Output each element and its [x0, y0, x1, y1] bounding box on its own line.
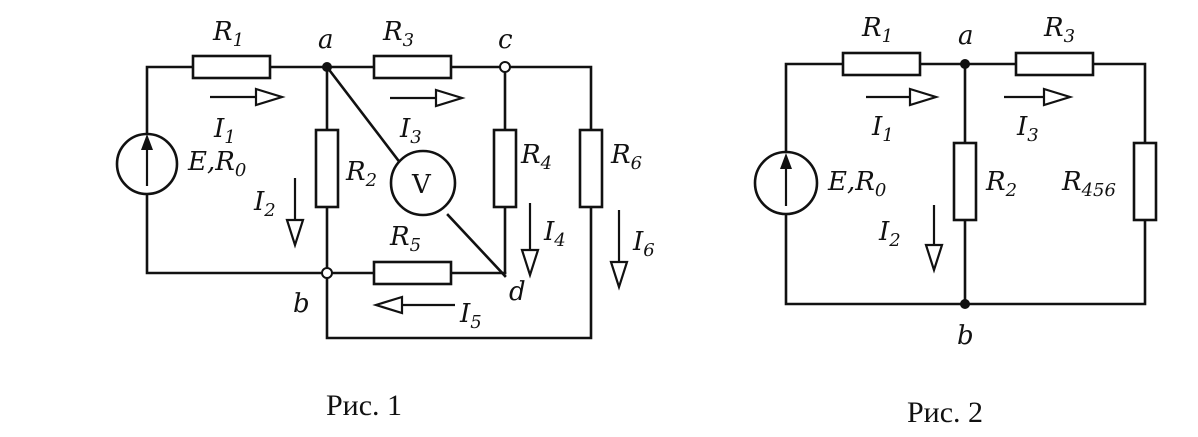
- voltmeter-label: V: [411, 170, 432, 200]
- fig2-wire-r3-to-r456: [1091, 62, 1147, 145]
- arrow-i5-icon: [372, 295, 455, 315]
- label-i1: I1: [213, 114, 236, 148]
- fig2-arrow-i1-icon: [866, 87, 940, 107]
- figure-1: V a c b d R1 R3 R2 R4 R6 R5 E,R0: [115, 17, 655, 422]
- node-b-label: b: [293, 289, 310, 319]
- fig2-label-i1: I1: [871, 112, 894, 146]
- source-arrowhead-icon: [141, 134, 153, 150]
- fig2-node-a-label: a: [958, 21, 974, 51]
- label-i2: I2: [253, 187, 276, 221]
- fig2-resistor-r1: [841, 51, 922, 77]
- arrow-i3-icon: [390, 88, 466, 108]
- figure-2: a b R1 R3 R2 R456 E,R0 I1 I3 I2 Рис. 2: [753, 13, 1158, 429]
- label-r4: R4: [520, 140, 552, 174]
- fig2-resistor-r456: [1132, 141, 1158, 222]
- resistor-r4: [492, 128, 518, 209]
- resistor-r6: [578, 128, 604, 209]
- arrow-i6-icon: [609, 210, 629, 291]
- wire-a-to-voltmeter: [325, 65, 400, 162]
- fig2-label-r456: R456: [1061, 167, 1116, 201]
- resistor-r1: [191, 54, 272, 80]
- fig2-node-a: [960, 59, 970, 69]
- node-b: [321, 267, 333, 279]
- arrow-i2-icon: [285, 178, 305, 249]
- fig2-node-b-label: b: [957, 321, 974, 351]
- fig2-wire-left-top: [784, 62, 845, 154]
- label-i5: I5: [459, 299, 482, 333]
- label-i4: I4: [543, 217, 566, 251]
- wire-voltmeter-to-d: [446, 213, 507, 278]
- caption-fig1: Рис. 1: [326, 389, 402, 422]
- node-a-label: a: [318, 25, 334, 55]
- label-i6: I6: [632, 227, 655, 261]
- arrow-i1-icon: [210, 87, 286, 107]
- node-a: [322, 62, 332, 72]
- node-c: [499, 61, 511, 73]
- label-i3: I3: [399, 114, 422, 148]
- label-r5: R5: [389, 222, 421, 256]
- resistor-r3: [372, 54, 453, 80]
- fig2-label-i2: I2: [878, 217, 901, 251]
- wire-left-top: [145, 65, 195, 137]
- resistor-r2: [314, 128, 340, 209]
- arrow-i4-icon: [520, 203, 540, 279]
- label-r3: R3: [382, 17, 414, 51]
- label-source-fig1: E,R0: [187, 147, 246, 181]
- fig2-resistor-r2: [952, 141, 978, 222]
- fig2-label-r1: R1: [861, 13, 893, 47]
- wire-r3-to-r6: [449, 65, 593, 132]
- node-c-label: c: [498, 25, 513, 55]
- label-r2: R2: [345, 157, 377, 191]
- label-r6: R6: [610, 140, 642, 174]
- caption-fig2: Рис. 2: [907, 396, 983, 429]
- fig2-arrow-i2-icon: [924, 205, 944, 274]
- fig2-label-r3: R3: [1043, 13, 1075, 47]
- fig2-resistor-r3: [1014, 51, 1095, 77]
- fig2-label-r2: R2: [985, 167, 1017, 201]
- fig2-source-arrowhead-icon: [780, 153, 792, 169]
- wire-left-bottom: [145, 191, 376, 275]
- node-d-label: d: [509, 277, 526, 307]
- fig2-node-b: [960, 299, 970, 309]
- fig2-label-i3: I3: [1016, 112, 1039, 146]
- label-r1: R1: [212, 17, 244, 51]
- wire-b-bottom-return: [325, 205, 593, 340]
- voltmeter: [389, 149, 457, 217]
- resistor-r5: [372, 260, 453, 286]
- fig2-label-source: E,R0: [827, 167, 886, 201]
- fig2-arrow-i3-icon: [1004, 87, 1074, 107]
